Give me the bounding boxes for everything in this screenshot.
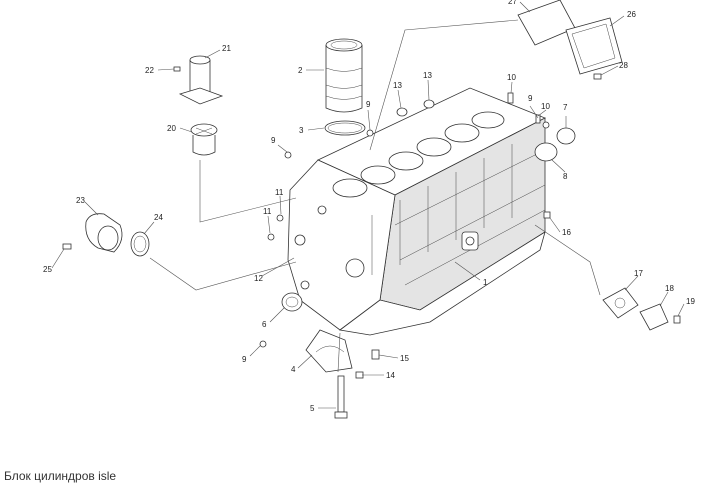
- bolt-19: [673, 315, 681, 324]
- callout-20: 20: [167, 124, 176, 133]
- callout-12: 12: [254, 274, 263, 283]
- callout-9-top: 9: [366, 100, 371, 109]
- plug-13a: [396, 107, 408, 117]
- plug-10b: [535, 114, 541, 124]
- bolt-25: [62, 243, 72, 250]
- callout-27: 27: [508, 0, 517, 6]
- callout-17: 17: [634, 269, 643, 278]
- callout-23: 23: [76, 196, 85, 205]
- callout-11-upper: 11: [275, 188, 284, 197]
- cover-plate: [517, 0, 576, 46]
- cylinder-block: [287, 87, 546, 336]
- fitting-15: [371, 349, 380, 360]
- callout-1: 1: [483, 278, 488, 287]
- callout-2: 2: [298, 66, 303, 75]
- plug-9a: [284, 151, 292, 159]
- callout-7: 7: [563, 103, 568, 112]
- water-inlet-connection: [85, 213, 123, 253]
- callout-11-lower: 11: [263, 207, 272, 216]
- callout-14: 14: [386, 371, 395, 380]
- callout-6: 6: [262, 320, 267, 329]
- callout-labels: 1 2 3 4 5 6 7 8 9 9 9 9 10 10 11 11 12 1…: [43, 0, 695, 413]
- callout-10-right: 10: [541, 102, 550, 111]
- callout-28: 28: [619, 61, 628, 70]
- seal-6: [281, 292, 303, 312]
- inlet-gasket: [130, 231, 150, 257]
- plug-13b: [423, 99, 435, 109]
- callout-5: 5: [310, 404, 315, 413]
- main-bearing-bolt: [334, 375, 348, 419]
- diagram-caption: Блок цилиндров isle: [4, 469, 117, 483]
- plug-9c: [542, 121, 550, 129]
- leader-lines: [51, 1, 685, 409]
- callout-16: 16: [562, 228, 571, 237]
- callout-15: 15: [400, 354, 409, 363]
- plug-9d: [259, 340, 267, 348]
- callout-13-right: 13: [423, 71, 432, 80]
- main-bearing-cap: [305, 329, 353, 373]
- bolt-28: [593, 73, 602, 80]
- plug-11b: [276, 214, 284, 222]
- callout-18: 18: [665, 284, 674, 293]
- liner-seal-ring: [324, 120, 366, 136]
- callout-25: 25: [43, 265, 52, 274]
- cylinder-liner: [325, 38, 363, 113]
- thermostat-housing: [178, 55, 224, 105]
- cylinder-bores: [332, 111, 505, 198]
- callout-3: 3: [299, 126, 304, 135]
- plug-9b: [366, 129, 374, 137]
- bolt-22: [173, 66, 181, 72]
- callout-24: 24: [154, 213, 163, 222]
- plug-14: [355, 371, 364, 379]
- callout-9-bottom: 9: [242, 355, 247, 364]
- callout-21: 21: [222, 44, 231, 53]
- callout-9-left: 9: [271, 136, 276, 145]
- o-ring-7: [556, 127, 576, 145]
- callout-4: 4: [291, 365, 296, 374]
- o-ring-8: [534, 142, 558, 162]
- callout-10-top: 10: [507, 73, 516, 82]
- callout-19: 19: [686, 297, 695, 306]
- cover-17: [602, 287, 639, 319]
- callout-22: 22: [145, 66, 154, 75]
- callout-13-left: 13: [393, 81, 402, 90]
- plug-11a: [267, 233, 275, 241]
- callout-8: 8: [563, 172, 568, 181]
- thermostat: [190, 123, 218, 156]
- gasket-18: [639, 303, 669, 331]
- callout-26: 26: [627, 10, 636, 19]
- plug-16: [543, 211, 551, 219]
- plug-10a: [507, 92, 514, 104]
- callout-9-right: 9: [528, 94, 533, 103]
